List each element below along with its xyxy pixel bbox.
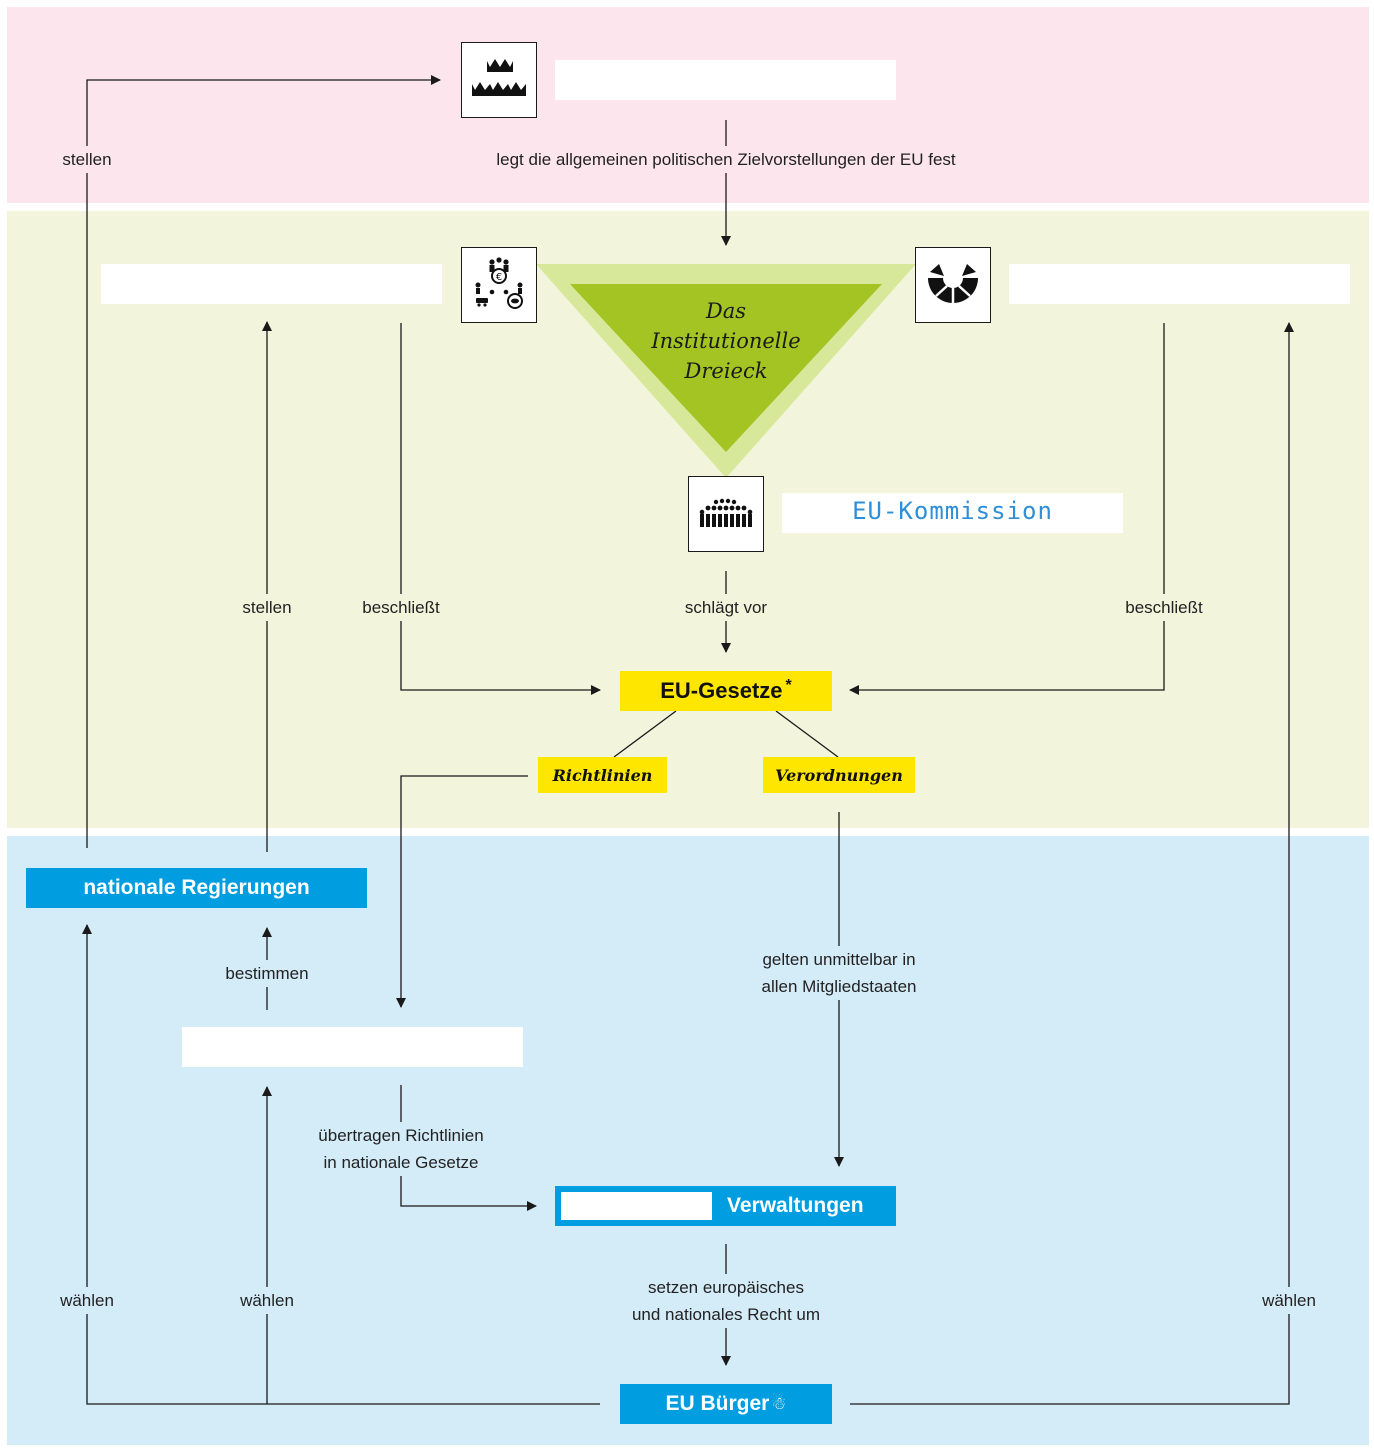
triangle-inner bbox=[570, 284, 882, 452]
label-setzen: setzen europäisches und nationales Recht… bbox=[611, 1274, 841, 1328]
ministers-council-icon: € bbox=[461, 247, 537, 323]
verwaltungen-box: Verwaltungen bbox=[555, 1186, 896, 1226]
label-schlaegt-vor: schlägt vor bbox=[671, 594, 781, 621]
label-setzen-line2: und nationales Recht um bbox=[631, 1305, 821, 1324]
council-of-ministers-name-box bbox=[101, 264, 442, 304]
triangle-title-line3: Dreieck bbox=[684, 359, 768, 383]
eu-gesetze-label: EU-Gesetze bbox=[660, 678, 783, 703]
line-waehlen-right bbox=[850, 322, 1294, 1405]
label-uebertragen-line1: übertragen Richtlinien bbox=[318, 1126, 484, 1145]
european-parliament-name-box bbox=[1009, 264, 1350, 304]
line-richtlinien-down bbox=[396, 775, 528, 1008]
commission-name-box bbox=[782, 493, 1123, 533]
svg-text:€: € bbox=[496, 272, 502, 283]
label-waehlen-mid: wählen bbox=[227, 1287, 307, 1314]
line-waehlen-left bbox=[82, 924, 600, 1405]
label-uebertragen: übertragen Richtlinien in nationale Gese… bbox=[302, 1122, 500, 1176]
label-stellen-top: stellen bbox=[47, 146, 127, 173]
label-waehlen-left: wählen bbox=[47, 1287, 127, 1314]
triangle-title-line1: Das bbox=[705, 299, 747, 323]
eu-gesetze-asterisk: * bbox=[785, 677, 792, 694]
label-legt-fest: legt die allgemeinen politischen Zielvor… bbox=[470, 146, 982, 173]
verordnungen-box: Verordnungen bbox=[763, 757, 915, 793]
label-stellen-mid: stellen bbox=[227, 594, 307, 621]
crowns-icon bbox=[461, 42, 537, 118]
label-gelten-line1: gelten unmittelbar in bbox=[762, 950, 916, 969]
eu-gesetze-box: EU-Gesetze* bbox=[620, 671, 832, 711]
triangle-title: Das Institutionelle Dreieck bbox=[620, 296, 832, 386]
line-beschliesst-right bbox=[849, 323, 1165, 695]
label-setzen-line1: setzen europäisches bbox=[648, 1278, 804, 1297]
eu-buerger-symbol-icon: ☃ bbox=[771, 1394, 787, 1414]
line-stellen-top bbox=[86, 75, 441, 848]
label-waehlen-right: wählen bbox=[1249, 1287, 1329, 1314]
commission-people-icon bbox=[688, 476, 764, 552]
eu-buerger-box: EU Bürger☃ bbox=[620, 1384, 832, 1424]
commission-handwritten-label: EU-Kommission bbox=[852, 497, 1053, 525]
label-beschliesst-left: beschließt bbox=[351, 594, 451, 621]
line-to-verordnungen bbox=[775, 710, 839, 758]
richtlinien-box: Richtlinien bbox=[538, 757, 667, 793]
nationale-regierungen-box: nationale Regierungen bbox=[26, 868, 367, 908]
parliament-hemicycle-icon bbox=[915, 247, 991, 323]
label-gelten-line2: allen Mitgliedstaaten bbox=[761, 977, 917, 996]
label-beschliesst-right: beschließt bbox=[1114, 594, 1214, 621]
verwaltungen-label: Verwaltungen bbox=[727, 1194, 864, 1217]
band-national-level bbox=[7, 836, 1369, 1445]
line-beschliesst-left bbox=[400, 323, 601, 695]
triangle-title-line2: Institutionelle bbox=[651, 329, 801, 353]
national-parliaments-name-box bbox=[182, 1027, 523, 1067]
label-gelten: gelten unmittelbar in allen Mitgliedstaa… bbox=[744, 946, 934, 1000]
european-council-name-box bbox=[555, 60, 896, 100]
label-uebertragen-line2: in nationale Gesetze bbox=[323, 1153, 479, 1172]
label-bestimmen: bestimmen bbox=[212, 960, 322, 987]
line-to-richtlinien bbox=[613, 710, 677, 758]
eu-buerger-label: EU Bürger bbox=[665, 1392, 770, 1415]
verwaltungen-blank-field bbox=[561, 1192, 712, 1220]
